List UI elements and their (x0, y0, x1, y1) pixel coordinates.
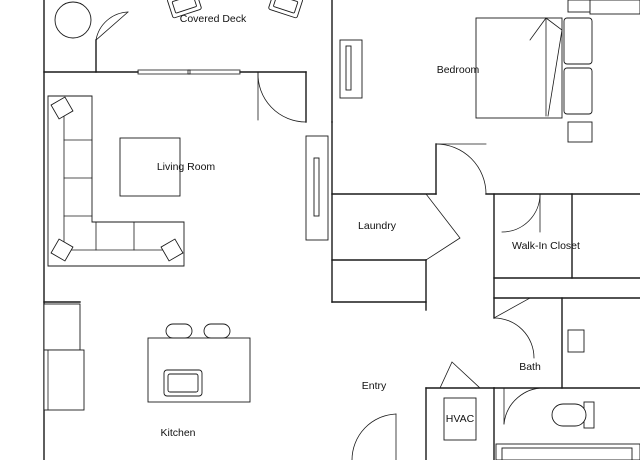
pillow-top (563, 17, 593, 65)
deck-chair-left (167, 0, 202, 19)
nightstand-top (567, 0, 593, 13)
label-hvac-overlay: HVAC (446, 413, 475, 425)
laundry-door-leaves (425, 193, 461, 261)
label-walk-in-closet: Walk-In Closet (512, 240, 580, 252)
label-living-room: Living Room (157, 161, 216, 173)
furniture (43, 0, 640, 460)
sliding-door-left-panel (137, 69, 191, 75)
stool-left (165, 323, 193, 339)
bath-lower-door-swing (503, 387, 547, 425)
pillow-bottom (563, 67, 593, 115)
label-laundry: Laundry (358, 220, 397, 232)
toilet (551, 401, 595, 429)
bed (475, 17, 563, 119)
living-door-swing (257, 71, 307, 123)
label-entry: Entry (362, 380, 387, 392)
deck-round-table (54, 1, 92, 39)
bedroom-tv (345, 45, 352, 91)
walls (43, 0, 640, 460)
deck-door-leaf (95, 11, 129, 41)
entry-door-swing (351, 413, 397, 460)
sliding-door-right-panel (187, 69, 241, 75)
coffee-table (119, 137, 181, 197)
living-tv (313, 157, 320, 217)
label-bath: Bath (519, 361, 541, 373)
label-covered-deck: Covered Deck (180, 13, 247, 25)
bath-door-leaf (493, 297, 531, 319)
deck-chair-right (268, 0, 303, 19)
label-bedroom: Bedroom (437, 64, 480, 76)
hvac-unit (443, 397, 477, 441)
bedroom-door-swing (435, 143, 487, 195)
label-kitchen: Kitchen (160, 427, 195, 439)
deck-door-swing (95, 11, 129, 41)
kitchen-counter-top (43, 303, 81, 351)
sectional-sofa (47, 95, 185, 267)
doors (95, 11, 547, 460)
closet-door-swing (501, 193, 541, 233)
bath-cabinet (567, 329, 585, 353)
hvac-door-leaves (439, 361, 481, 389)
stool-right (203, 323, 231, 339)
bath-door-swing (493, 317, 535, 359)
kitchen-fridge (43, 349, 85, 411)
nightstand-bottom (567, 121, 593, 143)
bedroom-window-seat (589, 0, 640, 15)
